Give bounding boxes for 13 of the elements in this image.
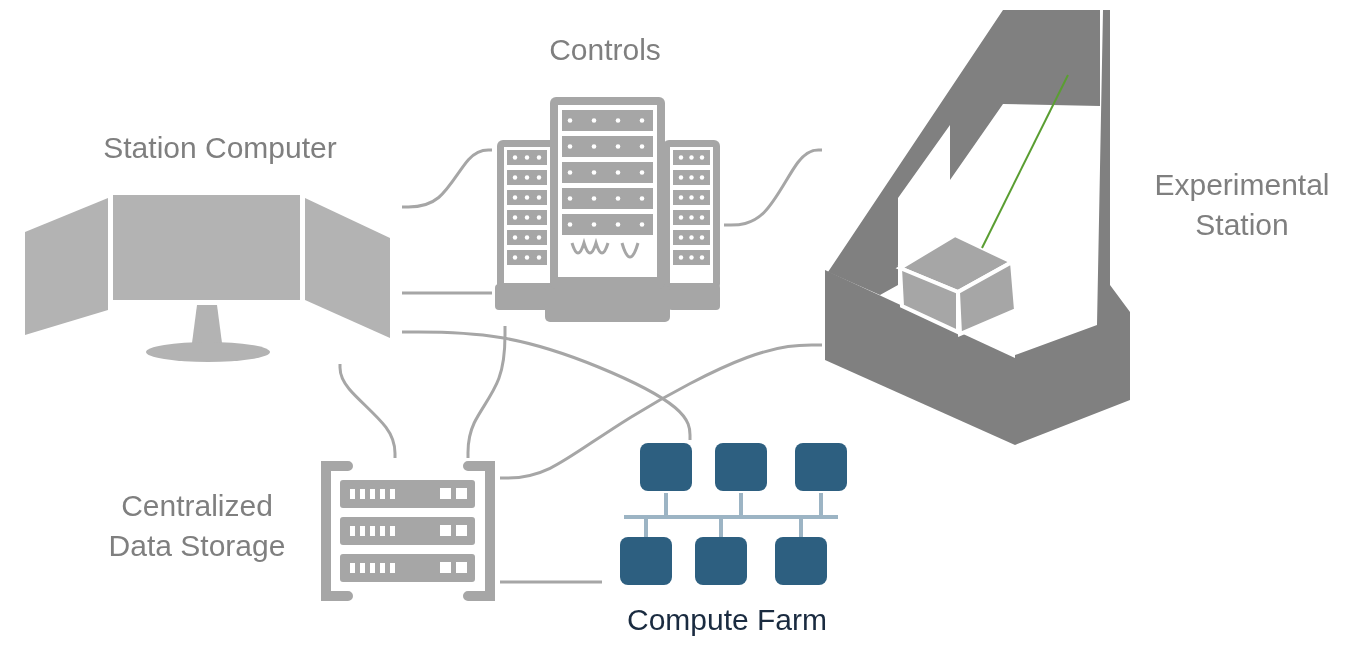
cable-line: [724, 148, 822, 227]
component-label: Controls: [548, 32, 662, 68]
component-label: Experimental Station: [1153, 167, 1331, 243]
cable-line: [500, 343, 822, 480]
cable-line: [500, 580, 602, 584]
component-label: Station Computer: [102, 130, 338, 166]
cable-line: [466, 326, 507, 458]
component-label: Compute Farm: [625, 602, 829, 638]
cable-line: [338, 364, 397, 458]
cable-line: [402, 148, 492, 209]
cable-line: [402, 330, 692, 440]
component-label: Centralized Data Storage: [107, 488, 287, 564]
cable-line: [402, 291, 492, 295]
